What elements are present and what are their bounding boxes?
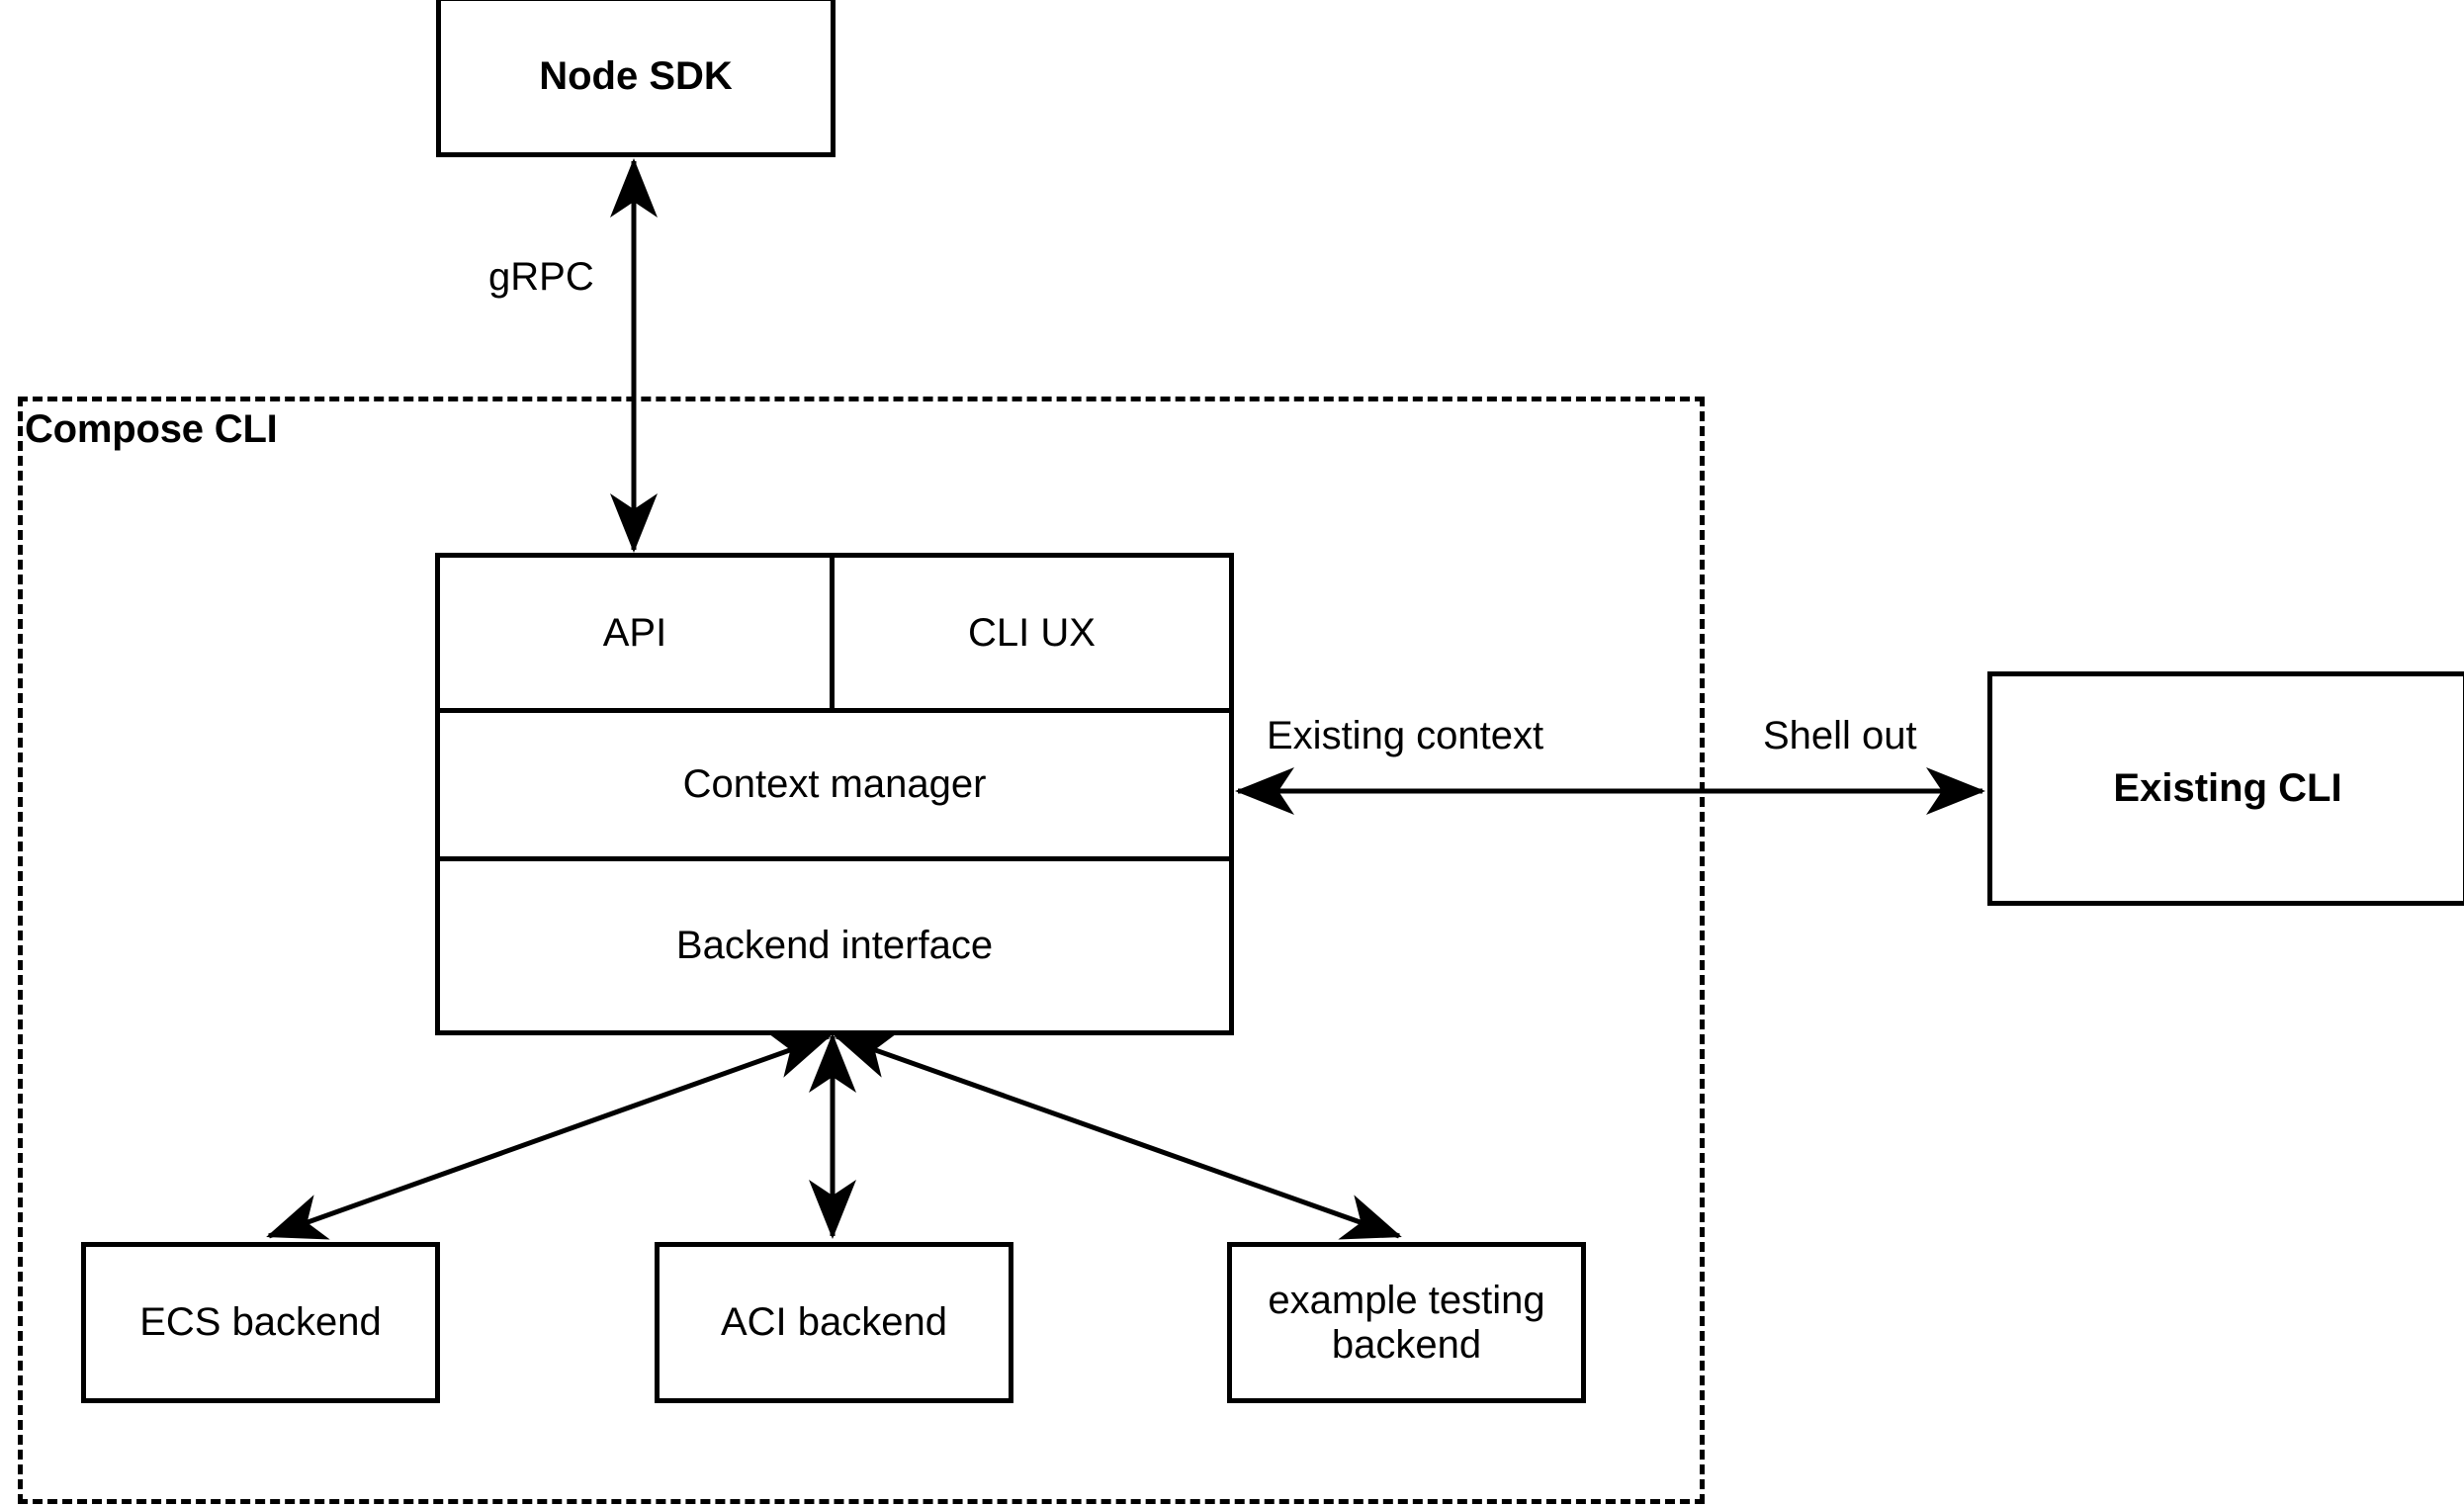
core-stack-row-top: API CLI UX: [440, 558, 1229, 713]
core-stack-row-middle: Context manager: [440, 713, 1229, 861]
cli-ux-cell[interactable]: CLI UX: [835, 558, 1229, 708]
ecs-backend-box[interactable]: ECS backend: [81, 1242, 440, 1403]
cli-ux-label: CLI UX: [968, 610, 1096, 655]
node-sdk-label: Node SDK: [539, 54, 733, 99]
context-manager-label: Context manager: [682, 762, 987, 807]
compose-cli-boundary: [18, 397, 1705, 1504]
compose-cli-title: Compose CLI: [25, 407, 278, 451]
api-label: API: [602, 610, 667, 655]
edge-example-line: [834, 1032, 1402, 1240]
aci-backend-label: ACI backend: [720, 1300, 948, 1345]
ecs-backend-label: ECS backend: [139, 1300, 382, 1345]
edge-label-shell-out: Shell out: [1763, 714, 1917, 757]
context-manager-cell[interactable]: Context manager: [440, 713, 1229, 856]
existing-cli-label: Existing CLI: [2113, 766, 2342, 811]
edge-label-existing-context: Existing context: [1267, 714, 1544, 757]
compose-cli-core-stack: API CLI UX Context manager Backend inter…: [435, 553, 1234, 1035]
backend-interface-cell[interactable]: Backend interface: [440, 861, 1229, 1030]
aci-backend-box[interactable]: ACI backend: [655, 1242, 1013, 1403]
edge-ecs-line: [266, 1032, 832, 1240]
existing-cli-box[interactable]: Existing CLI: [1987, 671, 2464, 906]
node-sdk-box[interactable]: Node SDK: [436, 0, 836, 157]
example-testing-backend-label: example testing backend: [1268, 1278, 1545, 1367]
edge-label-grpc: gRPC: [488, 255, 594, 299]
example-testing-backend-box[interactable]: example testing backend: [1227, 1242, 1586, 1403]
core-stack-row-bottom: Backend interface: [440, 861, 1229, 1030]
api-cell[interactable]: API: [440, 558, 835, 708]
backend-interface-label: Backend interface: [675, 924, 994, 968]
